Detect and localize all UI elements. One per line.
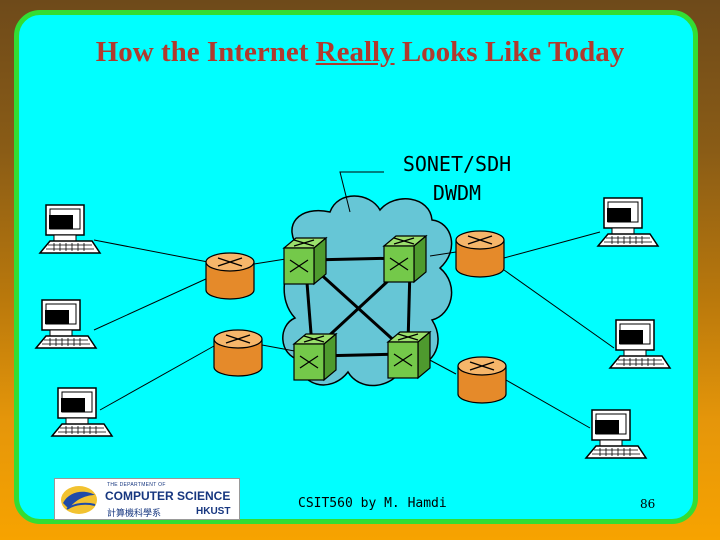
- cs-logo-icon: [61, 486, 97, 514]
- network-label-line1: SONET/SDH: [402, 152, 512, 176]
- optical-switch-top-left-icon: [283, 237, 327, 285]
- network-label-line2: DWDM: [432, 181, 482, 205]
- computer-left-1-icon: [39, 204, 101, 254]
- optical-switch-bottom-left-icon: [293, 333, 337, 381]
- router-right-bottom-icon: [457, 356, 507, 404]
- slide-title: How the Internet Really Looks Like Today: [0, 36, 720, 69]
- page-number: 86: [640, 497, 656, 511]
- access-links: [93, 231, 615, 429]
- title-emphasis: Really: [315, 36, 395, 68]
- logo-top-line: THE DEPARTMENT OF: [107, 482, 166, 488]
- router-left-bottom-icon: [213, 329, 263, 377]
- department-logo: THE DEPARTMENT OF COMPUTER SCIENCE 計算機科學…: [54, 478, 240, 520]
- computer-right-3-icon: [585, 409, 647, 459]
- title-suffix: Looks Like Today: [394, 36, 625, 68]
- optical-switch-bottom-right-icon: [387, 331, 431, 379]
- slide-footer: CSIT560 by M. Hamdi: [298, 496, 447, 511]
- computer-right-2-icon: [609, 319, 671, 369]
- logo-name: COMPUTER SCIENCE: [105, 489, 231, 503]
- optical-switch-top-right-icon: [383, 235, 427, 283]
- network-label: SONET/SDH DWDM: [382, 150, 532, 208]
- computer-right-1-icon: [597, 197, 659, 247]
- computer-left-3-icon: [51, 387, 113, 437]
- title-prefix: How the Internet: [95, 36, 316, 68]
- label-callout: [339, 171, 384, 213]
- logo-chinese: 計算機科學系: [107, 508, 162, 518]
- router-right-top-icon: [455, 230, 505, 278]
- router-left-top-icon: [205, 252, 255, 300]
- computer-left-2-icon: [35, 299, 97, 349]
- logo-institution: HKUST: [196, 506, 231, 517]
